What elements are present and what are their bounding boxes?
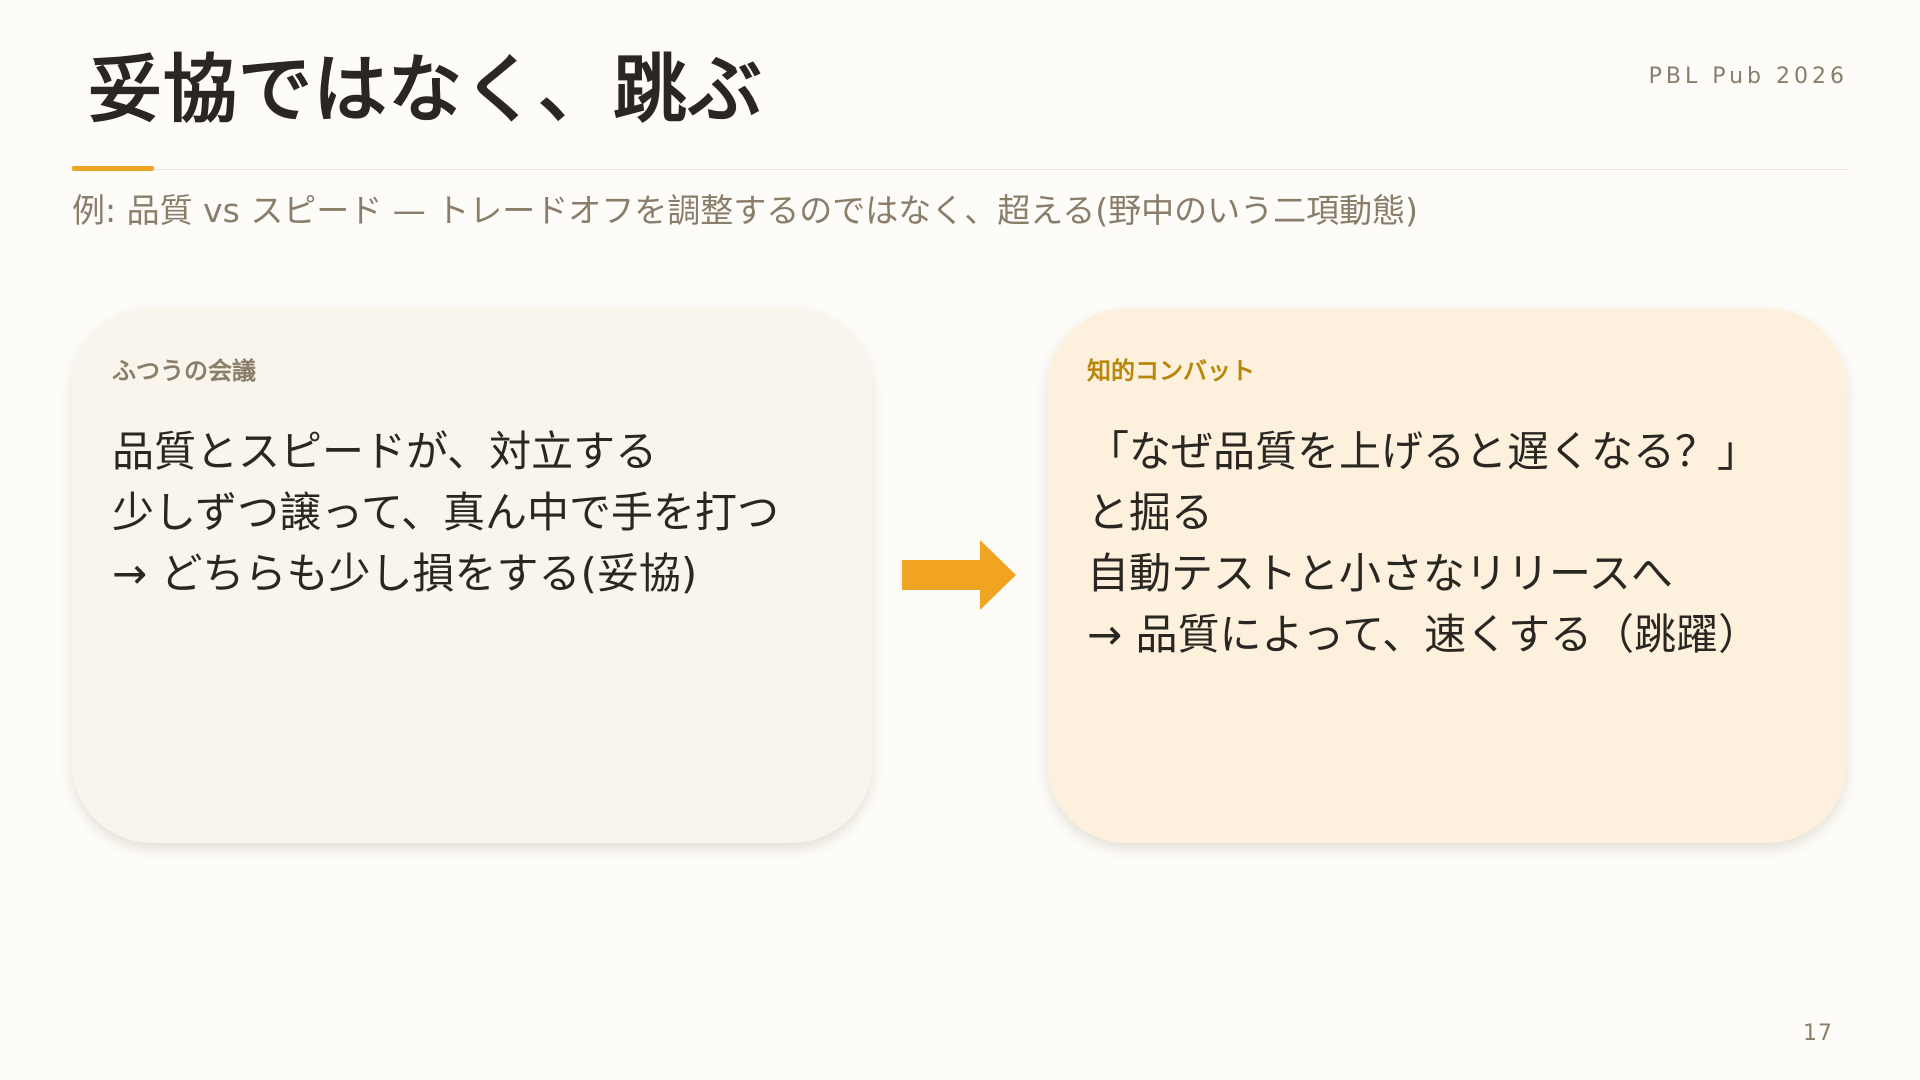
page-number: 17 xyxy=(1803,1021,1833,1046)
slide-title: 妥協ではなく、跳ぶ xyxy=(88,47,763,133)
divider-line xyxy=(72,169,1848,170)
card-line: → どちらも少し損をする(妥協) xyxy=(112,549,698,599)
arrow-right-icon xyxy=(902,540,1016,610)
divider-accent xyxy=(72,166,154,171)
card-line: 自動テストと小さなリリースへ xyxy=(1087,549,1673,599)
brand-label: PBL Pub 2026 xyxy=(1648,64,1848,89)
card-line: 少しずつ譲って、真ん中で手を打つ xyxy=(112,488,779,538)
card-line: と掘る xyxy=(1087,488,1214,538)
card-line: 「なぜ品質を上げると遅くなる？」 xyxy=(1087,427,1760,477)
card-line: 品質とスピードが、対立する xyxy=(112,427,658,477)
card-line: → 品質によって、速くする（跳躍） xyxy=(1087,610,1761,660)
slide-subtitle: 例: 品質 vs スピード — トレードオフを調整するのではなく、超える(野中の… xyxy=(72,191,1419,230)
card-label: 知的コンバット xyxy=(1087,357,1255,385)
card-label: ふつうの会議 xyxy=(112,357,256,385)
card-intellectual-combat: 知的コンバット 「なぜ品質を上げると遅くなる？」 と掘る 自動テストと小さなリリ… xyxy=(1047,308,1847,843)
card-ordinary-meeting: ふつうの会議 品質とスピードが、対立する 少しずつ譲って、真ん中で手を打つ → … xyxy=(72,308,872,843)
